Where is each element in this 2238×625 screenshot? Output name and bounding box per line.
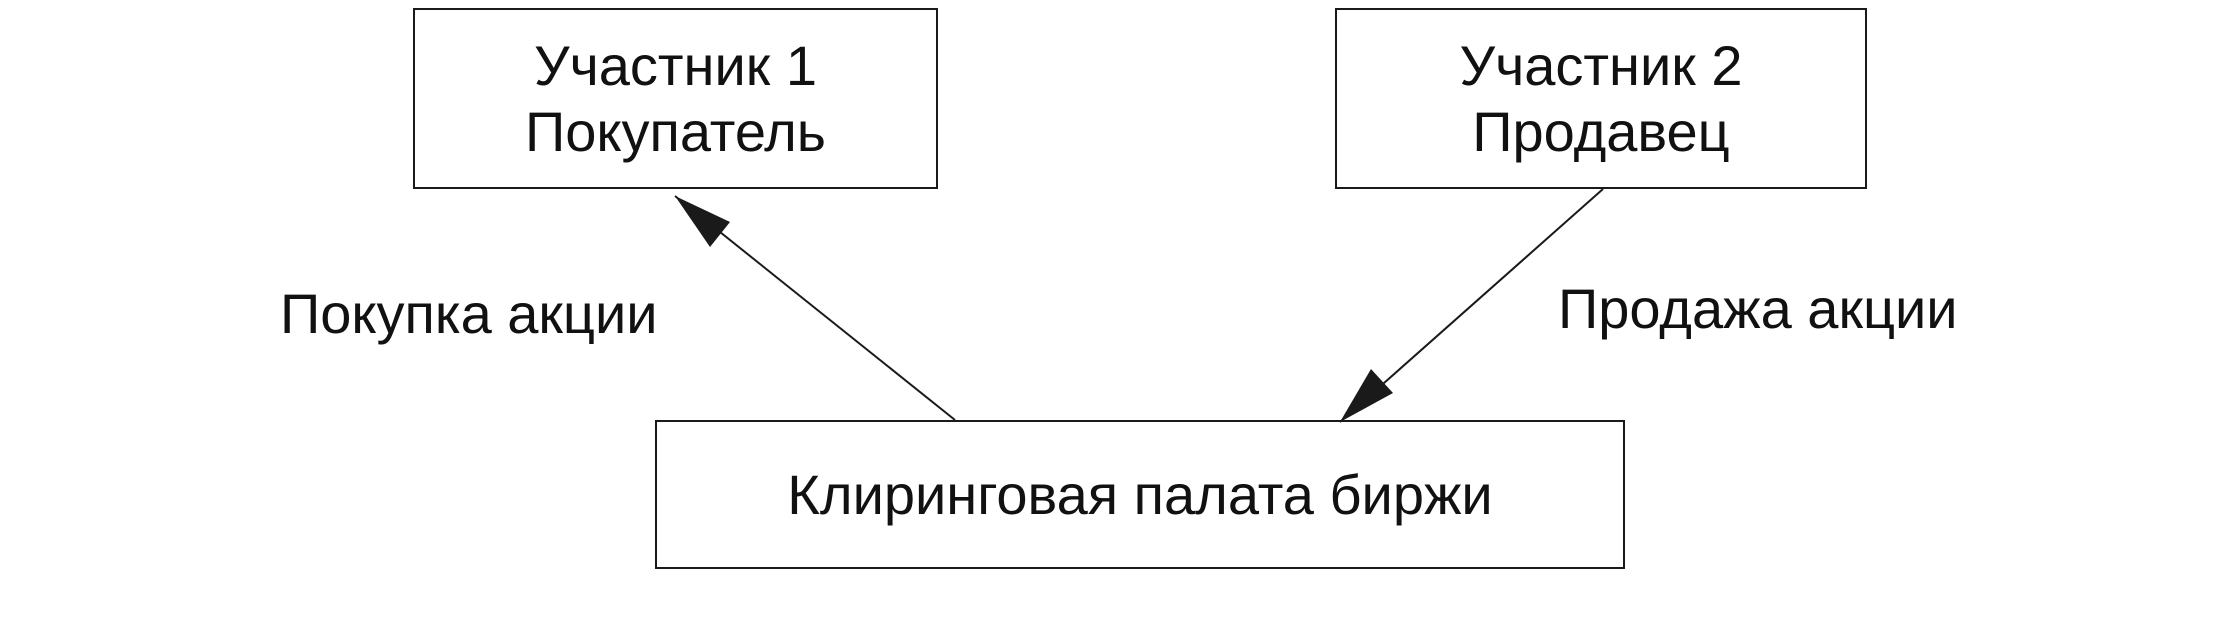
participant-1-number: Участник 1 (534, 33, 817, 97)
arrow-buyer-arrowhead (675, 196, 730, 247)
sell-share-label: Продажа акции (1558, 277, 1958, 340)
participant-1-box: Участник 1 Покупатель (413, 8, 938, 189)
arrow-clearing-arrowhead (1340, 369, 1393, 422)
clearing-house-box: Клиринговая палата биржи (655, 420, 1625, 569)
buy-share-label: Покупка акции (280, 282, 658, 345)
participant-2-number: Участник 2 (1459, 33, 1743, 97)
participant-2-box: Участник 2 Продавец (1335, 8, 1867, 189)
participant-1-role: Покупатель (525, 99, 826, 163)
participant-2-role: Продавец (1472, 99, 1730, 163)
clearing-house-label: Клиринговая палата биржи (787, 462, 1493, 526)
arrow-clearing-to-buyer (674, 195, 956, 421)
